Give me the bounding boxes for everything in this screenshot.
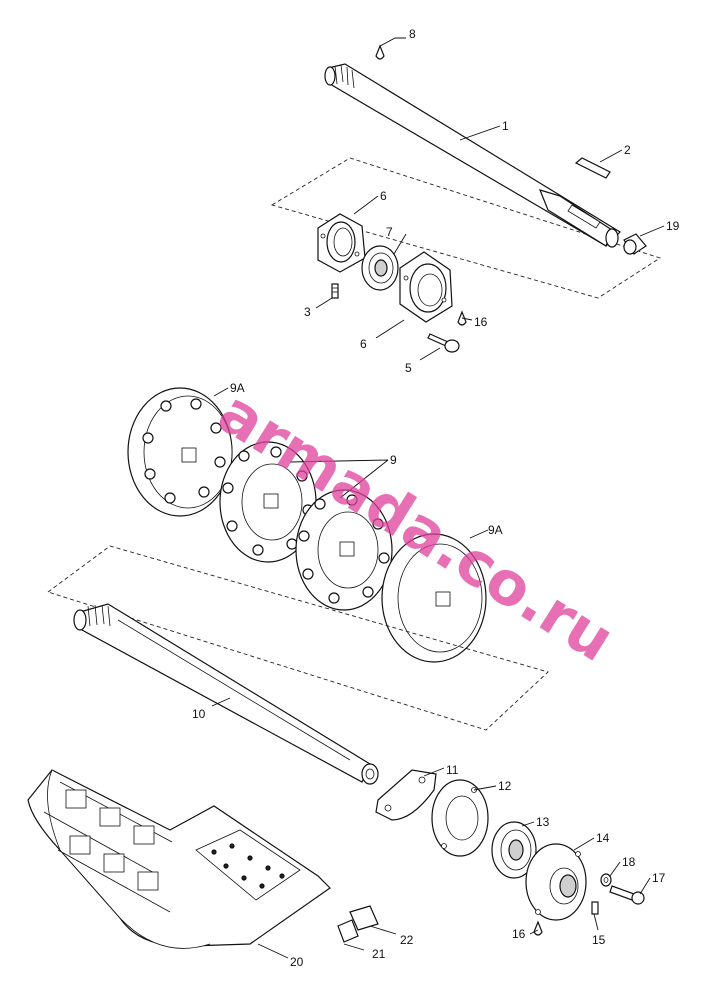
callout-7: 7 xyxy=(386,225,393,239)
callout-9a-right: 9A xyxy=(488,523,503,537)
upper-drive-shaft[interactable] xyxy=(324,63,621,248)
retainer-plate[interactable] xyxy=(375,769,437,821)
callout-18: 18 xyxy=(622,855,636,869)
callout-5: 5 xyxy=(405,361,412,375)
callout-6-upper: 6 xyxy=(380,189,387,203)
lubricant-drop-16-upper xyxy=(457,310,467,326)
track-belt[interactable] xyxy=(27,769,331,949)
bearing-housing[interactable] xyxy=(525,843,587,921)
roll-pin[interactable] xyxy=(591,901,599,915)
lubricant-drop-8 xyxy=(375,44,385,60)
ring-plate[interactable] xyxy=(431,779,489,857)
callout-9: 9 xyxy=(390,453,397,467)
callout-17: 17 xyxy=(652,871,666,885)
callout-15: 15 xyxy=(592,933,606,947)
lubricant-drop-16-lower xyxy=(533,920,543,936)
callout-labels: 8 1 2 19 6 7 3 6 5 16 9A 9 9A 10 11 12 1… xyxy=(192,27,680,969)
sprocket-wheel-9a-left[interactable] xyxy=(127,387,233,517)
callout-9a-left: 9A xyxy=(230,381,245,395)
callout-1: 1 xyxy=(502,119,509,133)
callout-6-lower: 6 xyxy=(360,337,367,351)
upper-assembly-boundary xyxy=(270,157,662,299)
callout-16-upper: 16 xyxy=(474,315,488,329)
bearing[interactable] xyxy=(361,245,399,291)
set-screw[interactable] xyxy=(331,283,339,299)
callout-20: 20 xyxy=(290,955,304,969)
track-clip-22[interactable] xyxy=(349,905,379,931)
callout-12: 12 xyxy=(498,779,512,793)
washer[interactable] xyxy=(600,873,612,887)
callout-19: 19 xyxy=(666,219,680,233)
flange-bolt[interactable] xyxy=(427,333,460,353)
callout-2: 2 xyxy=(624,143,631,157)
callout-8: 8 xyxy=(409,27,416,41)
callout-21: 21 xyxy=(372,947,386,961)
shaft-key[interactable] xyxy=(574,157,611,179)
callout-3: 3 xyxy=(304,305,311,319)
callout-14: 14 xyxy=(596,831,610,845)
housing-bolt[interactable] xyxy=(609,885,645,905)
sprocket-wheel-9a-right[interactable] xyxy=(381,533,487,663)
callout-22: 22 xyxy=(400,933,414,947)
track-clip-21[interactable] xyxy=(337,919,359,943)
lower-drive-shaft[interactable] xyxy=(73,603,379,785)
bearing-flange-upper[interactable] xyxy=(317,213,366,273)
bearing-flange-lower[interactable] xyxy=(399,251,453,323)
callout-16-lower: 16 xyxy=(512,927,526,941)
sprocket-9-a[interactable] xyxy=(219,441,317,563)
callout-11: 11 xyxy=(446,763,459,777)
leader-lines xyxy=(211,37,665,959)
end-spacer[interactable] xyxy=(623,233,647,255)
lower-assembly-boundary xyxy=(47,545,549,731)
callout-10: 10 xyxy=(192,707,206,721)
sprocket-9-b[interactable] xyxy=(295,489,393,611)
lower-bearing[interactable] xyxy=(491,821,537,879)
callout-13: 13 xyxy=(536,815,550,829)
